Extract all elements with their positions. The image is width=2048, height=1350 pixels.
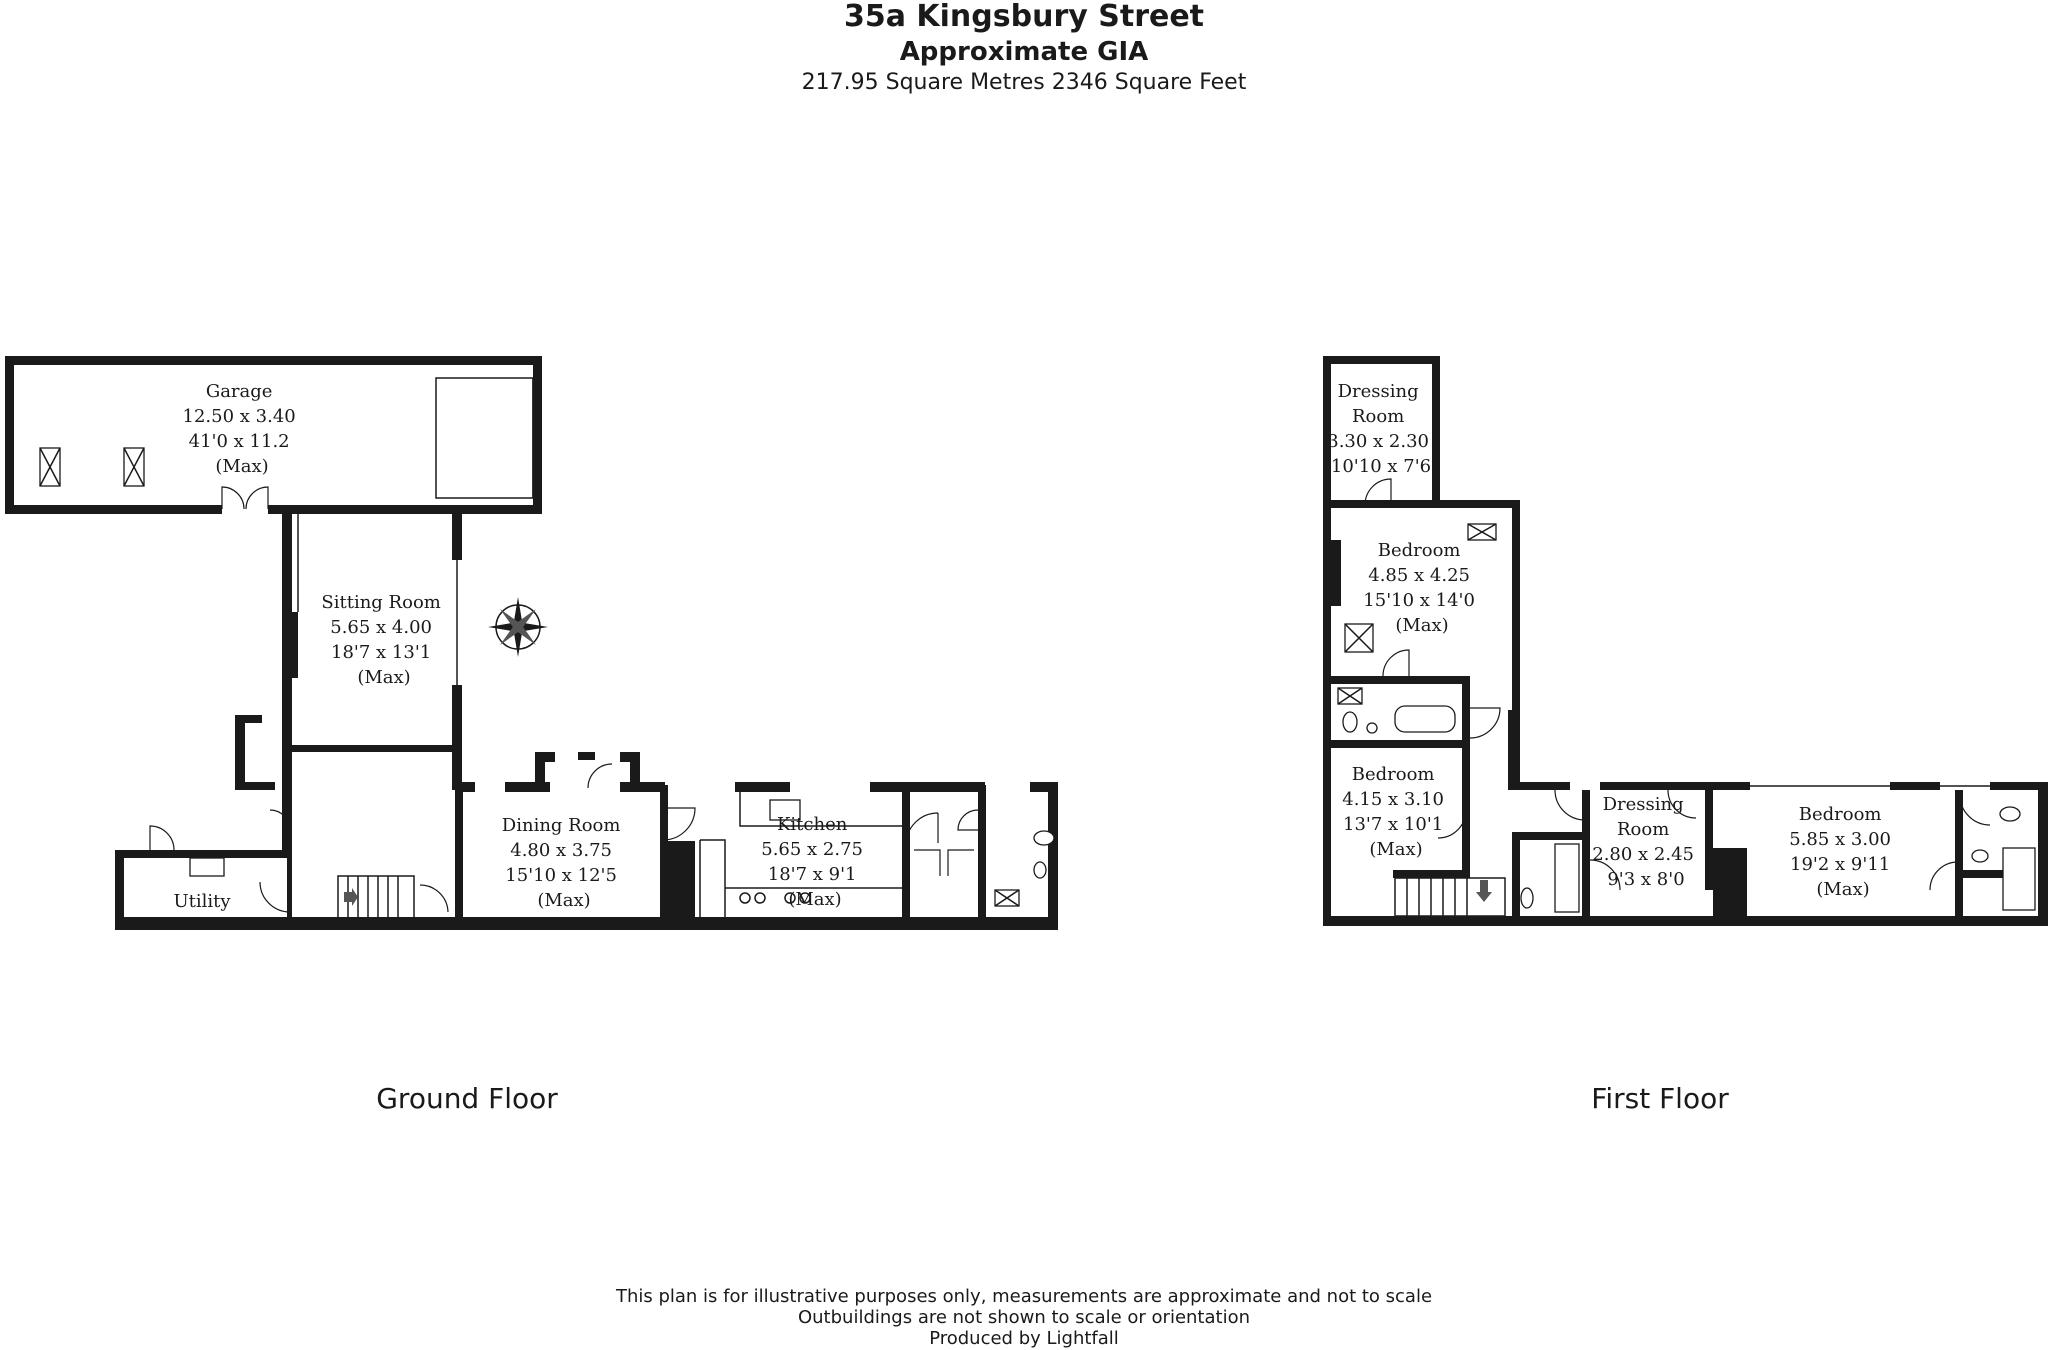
- store-door: [905, 812, 939, 846]
- dressing-two-door: [1589, 859, 1621, 891]
- room-label-utility: Utility: [173, 891, 231, 912]
- room-label-sitting-room: Sitting Room 5.65 x 4.00 18'7 x 13'1 (Ma…: [321, 592, 446, 688]
- bay-door: [587, 763, 613, 789]
- first-floor-plan: Dressing Room 3.30 x 2.30 10'10 x 7'6 Be…: [1323, 356, 2048, 1115]
- total-area: 217.95 Square Metres 2346 Square Feet: [802, 70, 1247, 95]
- hall-closet-door: [419, 884, 449, 913]
- ground-floor-label: Ground Floor: [376, 1082, 558, 1115]
- staircase-icon: [337, 875, 415, 919]
- disclaimer-line: Outbuildings are not shown to scale or o…: [798, 1307, 1250, 1328]
- stair-wall: [1393, 870, 1470, 878]
- room-label-kitchen: Kitchen 5.65 x 2.75 18'7 x 9'1 (Max): [761, 814, 869, 910]
- first-floor-label: First Floor: [1591, 1082, 1729, 1115]
- bedroom-two-door: [1437, 809, 1467, 839]
- garage-double-door: [221, 486, 269, 510]
- dining-bay-walls: [535, 752, 640, 792]
- sitting-room-chimney: [286, 612, 298, 678]
- hob-ring-icon: [799, 892, 811, 904]
- ground-north-wall: [462, 782, 1058, 792]
- shower-room-door: [1554, 789, 1586, 821]
- area-basis-title: Approximate GIA: [900, 37, 1149, 67]
- bathtub-icon: [1394, 705, 1456, 733]
- hob-ring-icon: [754, 892, 766, 904]
- utility-west-wall: [115, 850, 124, 928]
- staircase-icon: [1394, 877, 1506, 917]
- garage-door-panel: [435, 377, 534, 499]
- bathtub-icon: [2002, 847, 2036, 911]
- bedroom-two-east-wall: [1462, 790, 1470, 876]
- rooflight-icon: [1467, 523, 1497, 541]
- room-label-garage: Garage 12.50 x 3.40 41'0 x 11.2 (Max): [183, 381, 302, 477]
- cupboard-double-door: [914, 849, 974, 876]
- ground-floor-plan: Garage 12.50 x 3.40 41'0 x 11.2 (Max) Si…: [5, 356, 1058, 1115]
- landing-door: [1469, 707, 1501, 739]
- plan-disclaimer: This plan is for illustrative purposes o…: [615, 1286, 1432, 1349]
- producer-credit: Produced by Lightfall: [929, 1328, 1119, 1349]
- bedroom-three-chimney: [1713, 848, 1747, 916]
- rooflight-icon: [1337, 687, 1363, 705]
- kitchen-worktop-south: [699, 839, 905, 918]
- kitchen-range: [667, 841, 695, 918]
- toilet-icon: [1342, 711, 1358, 733]
- toilet-icon: [1999, 806, 2021, 822]
- room-label-dressing-room-one: Dressing Room 3.30 x 2.30 10'10 x 7'6: [1327, 381, 1435, 477]
- basin-icon: [1366, 722, 1378, 734]
- rooflight-icon: [123, 447, 145, 487]
- hob-ring-icon: [739, 892, 751, 904]
- room-label-dressing-room-two: Dressing Room 2.80 x 2.45 9'3 x 8'0: [1592, 794, 1700, 890]
- toilet-icon: [1520, 887, 1534, 909]
- ground-south-wall: [115, 920, 1058, 930]
- kitchen-door: [662, 807, 696, 841]
- room-label-bedroom-one: Bedroom 4.85 x 4.25 15'10 x 14'0 (Max): [1363, 540, 1480, 636]
- rooflight-icon: [1344, 623, 1374, 653]
- disclaimer-line: This plan is for illustrative purposes o…: [615, 1286, 1432, 1307]
- plan-header: 35a Kingsbury Street Approximate GIA 217…: [802, 0, 1247, 95]
- kitchen-worktop-north: [739, 792, 905, 827]
- bedroom-one-chimney: [1329, 540, 1341, 606]
- property-address: 35a Kingsbury Street: [844, 0, 1204, 34]
- dressing-two-door: [1667, 789, 1697, 819]
- rooflight-icon: [39, 447, 61, 487]
- compass-rose-icon: [488, 597, 548, 657]
- rooflight-icon: [994, 889, 1020, 907]
- basin-icon: [1971, 849, 1989, 863]
- room-label-dining-room: Dining Room 4.80 x 3.75 15'10 x 12'5 (Ma…: [502, 815, 626, 911]
- room-label-bedroom-two: Bedroom 4.15 x 3.10 13'7 x 10'1 (Max): [1342, 764, 1450, 860]
- first-south-wall: [1323, 916, 2048, 926]
- room-label-bedroom-three: Bedroom 5.85 x 3.00 19'2 x 9'11 (Max): [1789, 804, 1897, 900]
- shower-room-walls: [1512, 832, 1586, 920]
- bedroom-one-door: [1382, 649, 1410, 677]
- landing-wall: [1508, 710, 1520, 790]
- ensuite-door: [1959, 794, 1991, 826]
- utility-door: [149, 825, 175, 851]
- hall-walls: [235, 715, 292, 850]
- toilet-icon: [1033, 830, 1055, 846]
- bedroom-three-door: [1929, 861, 1959, 891]
- ground-east-wall: [1048, 782, 1058, 930]
- shower-tray-icon: [1554, 843, 1580, 913]
- kitchen-sink-icon: [769, 799, 801, 821]
- utility-sink-icon: [189, 857, 225, 877]
- first-east-wall: [2038, 782, 2048, 926]
- wc-door: [957, 809, 979, 831]
- first-west-wall: [1323, 782, 1331, 920]
- first-north-wall: [1508, 782, 2048, 790]
- hob-ring-icon: [784, 892, 796, 904]
- basin-icon: [1033, 861, 1047, 879]
- hall-door: [269, 809, 291, 831]
- ensuite-wall: [1963, 870, 2003, 878]
- utility-inner-door: [259, 881, 291, 913]
